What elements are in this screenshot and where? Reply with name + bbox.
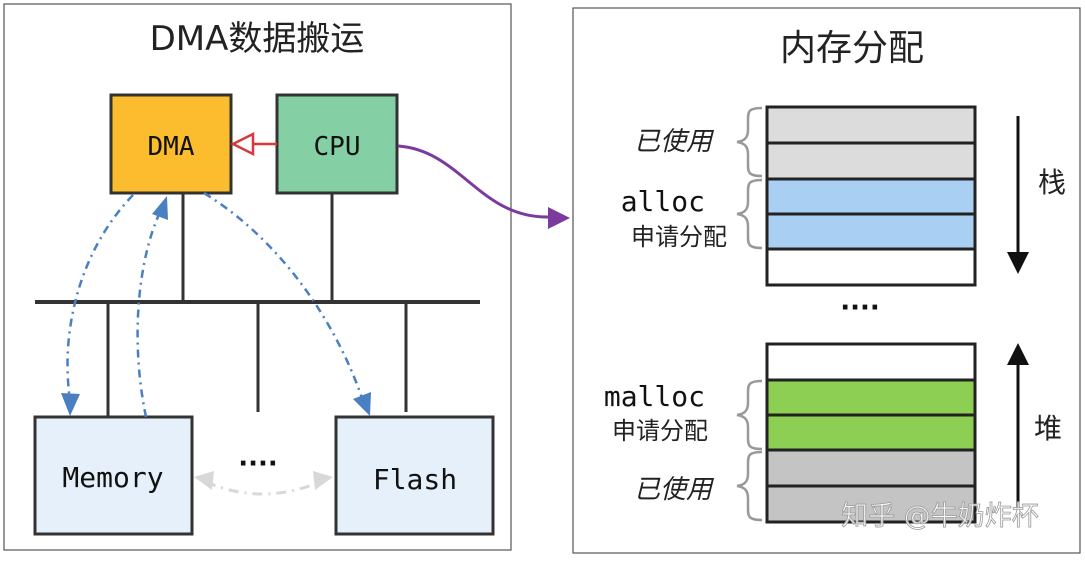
stack-used-brace — [736, 106, 763, 178]
dma-panel: DMA数据搬运 DMA CPU Memory Flash ···· — [3, 3, 512, 551]
heap-used-row-2 — [765, 484, 977, 524]
memory-panel: 内存分配 已使用 alloc 申请分配 栈 ···· malloc 申请分配 已… — [572, 7, 1081, 554]
dma-panel-title: DMA数据搬运 — [150, 19, 365, 59]
heap-used-row-1 — [765, 448, 977, 488]
flash-side-arrowhead — [313, 471, 333, 490]
dma-label: DMA — [148, 132, 195, 162]
flash-box — [334, 415, 495, 536]
stack-alloc-row-1 — [765, 177, 977, 216]
memory-side-arrowhead — [194, 471, 214, 490]
heap-growth-arrowhead — [1007, 343, 1029, 365]
heap-malloc-row-2 — [765, 413, 977, 452]
heap-malloc-brace — [736, 379, 763, 451]
stack-growth-arrowhead — [1007, 252, 1029, 274]
heap-direction-label: 堆 — [1034, 412, 1062, 445]
dma-to-memory-arrowhead — [61, 393, 80, 416]
bus-ellipsis: ···· — [238, 449, 278, 479]
cpu-to-memory-map-arrow — [397, 144, 549, 219]
heap-malloc-label: malloc — [604, 380, 705, 413]
memory-panel-title: 内存分配 — [780, 28, 924, 69]
memory-ellipsis: ···· — [840, 293, 880, 323]
memory-to-dma-arrowhead — [152, 196, 168, 220]
stack-alloc-row-2 — [765, 212, 977, 251]
watermark: 知乎 @牛奶炸杯 — [841, 501, 1039, 532]
stack-alloc-label: alloc — [621, 185, 705, 218]
heap-free-row — [765, 342, 977, 382]
stack-alloc-brace — [736, 178, 763, 250]
cpu-to-dma-arrowhead — [230, 131, 255, 157]
memory-flash-link — [205, 480, 321, 496]
memory-to-dma-arrow — [136, 211, 162, 418]
stack-used-label: 已使用 — [634, 127, 715, 157]
cpu-label: CPU — [314, 132, 361, 162]
memory-label: Memory — [62, 461, 163, 494]
flash-label: Flash — [373, 463, 457, 496]
stack-direction-label: 栈 — [1038, 166, 1066, 199]
dma-to-flash-arrow — [203, 191, 364, 399]
dma-to-flash-arrowhead — [353, 392, 371, 416]
stack-used-row-1 — [765, 105, 977, 145]
heap-malloc-row-1 — [765, 378, 977, 417]
cpu-to-memory-map-arrowhead — [548, 207, 570, 229]
heap-used-label: 已使用 — [634, 475, 715, 505]
stack-used-row-2 — [765, 141, 977, 181]
heap-used-brace — [736, 450, 763, 522]
heap-malloc-sub: 申请分配 — [612, 417, 708, 445]
stack-free-row — [765, 247, 977, 287]
memory-box — [33, 415, 194, 536]
dma-to-memory-arrow — [66, 194, 134, 401]
cpu-box — [275, 93, 399, 195]
stack-alloc-sub: 申请分配 — [631, 223, 727, 251]
